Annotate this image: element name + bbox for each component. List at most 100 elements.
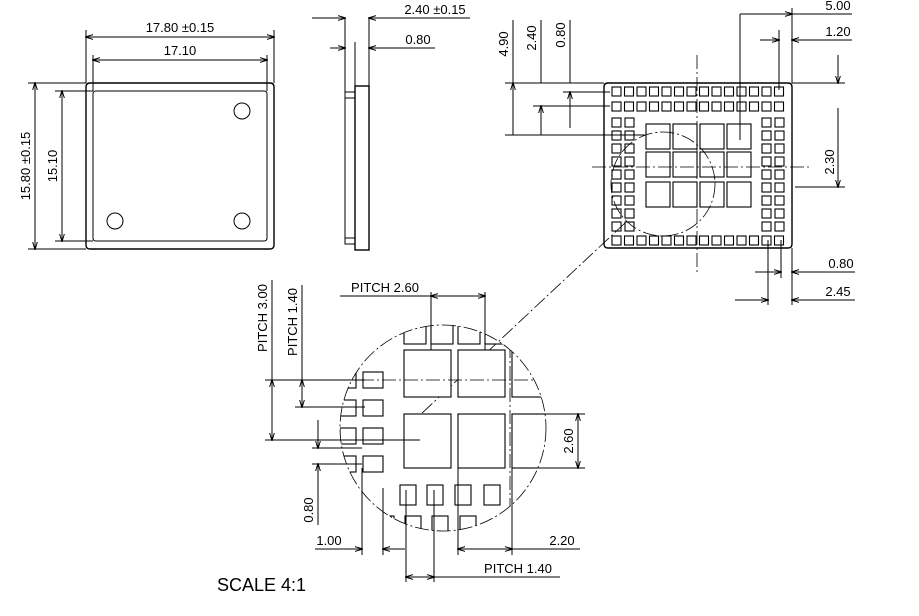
detail-dim-1-00: 1.00 <box>316 533 341 548</box>
bottom-view-pad <box>723 86 735 97</box>
side-view-pads <box>344 91 356 245</box>
bottom-view-pad <box>774 117 785 128</box>
detail-signal-pad <box>362 399 384 417</box>
bottom-view-pad <box>611 221 622 232</box>
bottom-view-dim-1-20: 1.20 <box>825 24 850 39</box>
bottom-view-pad <box>711 235 722 246</box>
bottom-view-pad <box>698 101 710 112</box>
bottom-view-pad <box>761 101 772 112</box>
bottom-view-dim-0-80-top: 0.80 <box>553 22 568 47</box>
bottom-view-pad <box>761 143 772 154</box>
detail-signal-pad <box>404 515 422 531</box>
bottom-view-pad <box>774 221 785 232</box>
top-view: 17.80 ±0.15 17.10 15.80 ±0.15 15.10 <box>18 20 274 249</box>
detail-signal-pad <box>459 515 477 531</box>
bottom-view-pad <box>774 208 785 219</box>
bottom-view-pad <box>774 156 785 167</box>
bottom-view-pad <box>761 208 772 219</box>
bottom-view-pad <box>748 86 760 97</box>
detail-dim-2-60: 2.60 <box>561 428 576 453</box>
detail-thermal-pad <box>511 349 546 398</box>
bottom-view-pad <box>761 182 772 193</box>
side-view: 2.40 ±0.15 0.80 <box>312 2 470 251</box>
detail-thermal-pad <box>430 325 454 345</box>
bottom-view-pad <box>661 235 672 246</box>
top-view-inner-height: 15.10 <box>45 150 60 183</box>
bottom-view-pad <box>698 86 710 97</box>
bottom-view-pad <box>623 235 635 246</box>
detail-signal-pad <box>340 427 357 445</box>
bottom-view-pad <box>636 86 647 97</box>
bottom-view-pad <box>774 130 785 141</box>
bottom-view-thermal-pad <box>699 123 725 150</box>
top-view-inner-width: 17.10 <box>164 43 197 58</box>
detail-thermal-pad <box>403 349 452 398</box>
bottom-view-pad <box>611 117 622 128</box>
detail-signal-pad <box>454 484 472 506</box>
bottom-view-pad <box>611 86 622 97</box>
bottom-view-pads <box>611 86 785 246</box>
bottom-view-pad <box>711 86 722 97</box>
detail-pitch-2-60: PITCH 2.60 <box>351 280 419 295</box>
side-view-thickness: 2.40 ±0.15 <box>404 2 465 17</box>
bottom-view-pad <box>686 235 697 246</box>
bottom-view-pad <box>774 182 785 193</box>
bottom-view-thermal-pad <box>672 181 698 208</box>
bottom-view-thermal-pad <box>672 123 698 150</box>
detail-view-circle <box>339 324 547 532</box>
side-view-pad-thickness: 0.80 <box>405 32 430 47</box>
bottom-view-pad <box>673 101 685 112</box>
bottom-view-dim-0-80-right: 0.80 <box>828 256 853 271</box>
detail-dim-2-20: 2.20 <box>549 533 574 548</box>
bottom-view-pad <box>761 169 772 180</box>
detail-view-pads <box>340 325 546 531</box>
bottom-view-pad <box>761 117 772 128</box>
bottom-view-pad <box>611 101 622 112</box>
detail-pitch-3-00: PITCH 3.00 <box>255 284 270 352</box>
bottom-view-pad <box>611 208 622 219</box>
detail-dim-0-80: 0.80 <box>301 497 316 522</box>
bottom-view-pad <box>636 235 647 246</box>
bottom-view-dim-2-40: 2.40 <box>524 25 539 50</box>
detail-signal-pad <box>362 455 384 473</box>
detail-signal-pad <box>431 515 449 531</box>
bottom-view-pad <box>761 195 772 206</box>
bottom-view-dim-4-90: 4.90 <box>496 31 511 56</box>
top-view-outer-height: 15.80 ±0.15 <box>18 132 33 201</box>
bottom-view-outline <box>603 82 793 249</box>
bottom-view-thermal-pad <box>726 181 752 208</box>
bottom-view-thermal-pad <box>672 151 698 178</box>
detail-signal-pad <box>399 484 417 506</box>
bottom-view-pad <box>736 101 747 112</box>
bottom-view-thermal-pad <box>645 123 671 150</box>
bottom-view-pad <box>774 169 785 180</box>
mounting-hole <box>233 102 251 120</box>
detail-signal-pad <box>426 484 444 506</box>
bottom-view-thermal-pad <box>726 151 752 178</box>
detail-thermal-pad <box>511 413 546 469</box>
bottom-view-pad <box>761 221 772 232</box>
bottom-view-dim-5-00: 5.00 <box>825 0 850 13</box>
bottom-view-pad <box>624 143 635 154</box>
bottom-view-pad <box>648 86 660 97</box>
bottom-view-pad <box>761 130 772 141</box>
bottom-view-pad <box>648 235 660 246</box>
bottom-view-pad <box>624 221 635 232</box>
bottom-view-pad <box>748 235 760 246</box>
bottom-view-pad <box>661 86 672 97</box>
bottom-view-pad <box>736 86 747 97</box>
bottom-view-pad <box>723 235 735 246</box>
bottom-view-pad <box>673 86 685 97</box>
detail-signal-pad <box>362 427 384 445</box>
detail-signal-pad <box>483 484 501 506</box>
detail-circle <box>610 131 716 237</box>
bottom-view-pad <box>773 235 785 246</box>
bottom-view-thermal-pad <box>645 151 671 178</box>
bottom-view-thermal-pad <box>699 181 725 208</box>
bottom-view-pad <box>624 117 635 128</box>
bottom-view-thermal-pad <box>726 123 752 150</box>
bottom-view-pad <box>611 143 622 154</box>
bottom-view-pad <box>624 182 635 193</box>
detail-pitch-1-40-horizontal: PITCH 1.40 <box>484 561 552 576</box>
